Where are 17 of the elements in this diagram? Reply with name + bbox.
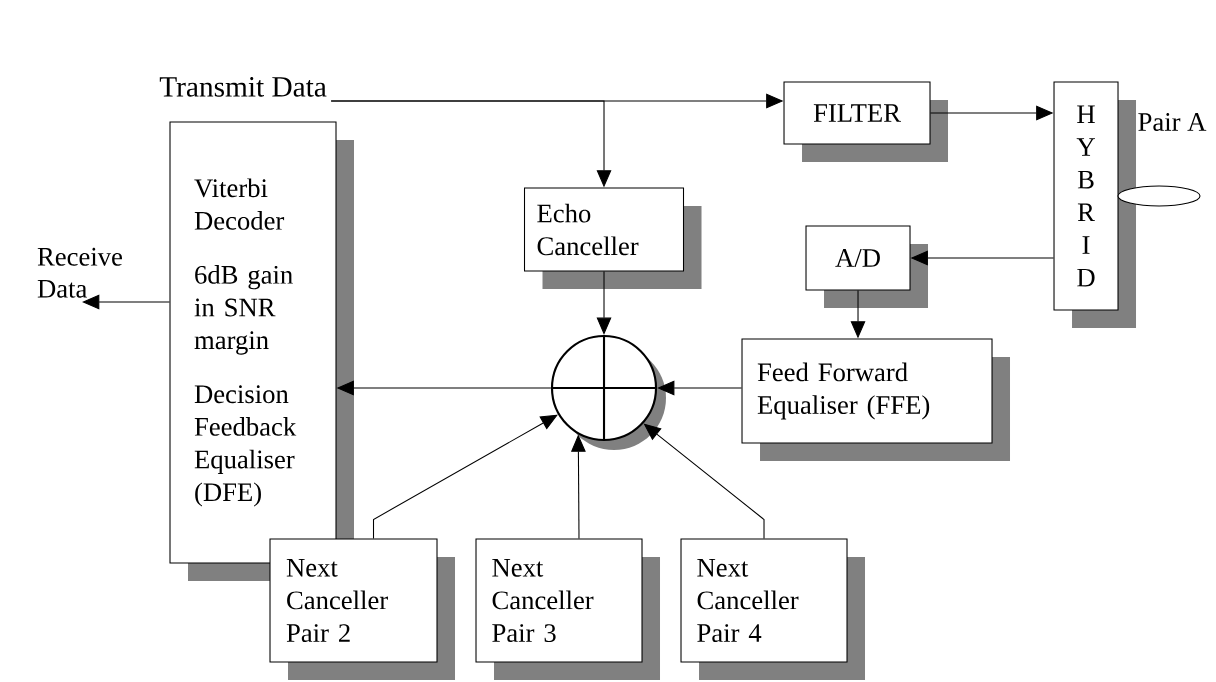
cable-ellipse xyxy=(1117,185,1201,207)
arrow xyxy=(643,423,765,539)
process-box: Next Canceller Pair 3 xyxy=(475,538,660,680)
arrow xyxy=(596,271,612,335)
io-label: Transmit Data xyxy=(159,77,327,97)
process-box: Next Canceller Pair 2 xyxy=(269,538,455,680)
process-box: Next Canceller Pair 4 xyxy=(680,538,865,680)
process-box: FILTER xyxy=(783,81,948,162)
io-label: Receive Data xyxy=(37,247,122,298)
arrow xyxy=(657,380,742,396)
summing-junction xyxy=(550,334,666,450)
arrow xyxy=(82,294,170,310)
process-box: Echo Canceller xyxy=(523,187,702,289)
hybrid-box: H Y B R I D xyxy=(1053,81,1136,328)
process-box: Feed Forward Equaliser (FFE) xyxy=(741,338,1010,461)
pair-label: Pair A xyxy=(1138,113,1207,131)
process-box: A/D xyxy=(805,225,928,308)
